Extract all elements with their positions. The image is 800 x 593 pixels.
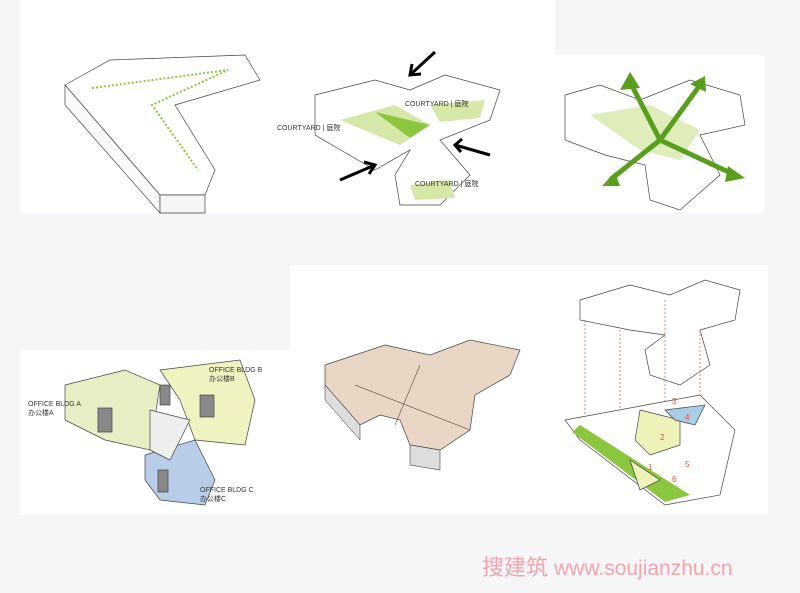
courtyard-label-bottom: COURTYARD | 庭院: [415, 181, 479, 188]
watermark-cn: 搜建筑: [482, 555, 549, 580]
zone-2: 2: [660, 433, 665, 442]
office-a-cn: 办公楼A: [28, 410, 54, 417]
office-a-en: OFFICE BLDG A: [28, 401, 81, 408]
office-a-label: OFFICE BLDG A 办公楼A: [28, 400, 81, 418]
courtyard-label-top: COURTYARD | 庭院: [405, 101, 469, 108]
zone-5: 5: [685, 460, 690, 469]
circulation-massing: [564, 72, 746, 211]
office-c-cn: 办公楼C: [200, 496, 227, 503]
office-b-label: OFFICE BLDG B 办公楼B: [209, 366, 262, 384]
office-b-en: OFFICE BLDG B: [209, 367, 263, 374]
zone-4: 4: [685, 413, 690, 422]
site-plan-exploded: 1 2 3 4 5 6: [564, 279, 741, 506]
courtyard-massing: [314, 50, 501, 206]
zone-3: 3: [672, 397, 677, 406]
zone-1: 1: [648, 463, 653, 472]
watermark-url: www.soujianzhu.cn: [554, 557, 733, 580]
office-b-cn: 办公楼B: [209, 376, 235, 383]
office-c-label: OFFICE BLDG C 办公楼C: [200, 486, 254, 504]
l-shape-massing: [64, 54, 261, 214]
facade-massing: [324, 339, 521, 471]
office-c-en: OFFICE BLDG C: [200, 487, 254, 494]
zone-6: 6: [672, 475, 677, 484]
courtyard-label-left: COURTYARD | 庭院: [277, 125, 341, 132]
office-buildings-massing: [64, 359, 256, 506]
